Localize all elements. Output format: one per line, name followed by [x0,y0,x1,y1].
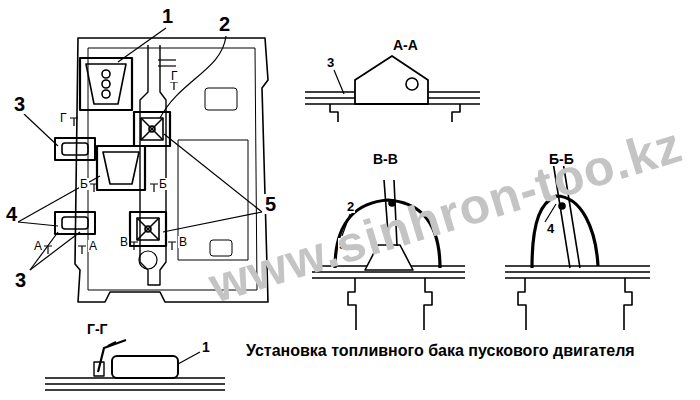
callout-number: 1 [201,340,211,354]
section-mark: В [119,236,129,248]
callout-number: 3 [326,56,335,69]
watermark: www.sinhron-too.kz [203,119,687,310]
section-mark: Б [158,178,168,190]
section-mark: Г [59,112,68,124]
bracket-box [97,146,145,190]
bracket [86,64,126,104]
caption: Установка топливного бака пускового двиг… [244,342,637,360]
callout-number: 5 [264,194,277,214]
section-mark: А [33,240,43,252]
section-view [305,56,480,122]
callout-number: 1 [161,6,174,26]
section-mark: В [178,236,188,248]
clamp-box [134,112,170,146]
section-title: А-А [392,38,419,52]
pad [55,212,95,234]
bracket-box [80,58,132,110]
callout-number: 2 [218,14,231,34]
section-view [45,340,225,390]
section-mark: А [88,240,98,252]
opening [205,88,237,110]
callout-number: 3 [13,94,26,114]
clamp-box [130,212,166,246]
pad [55,138,95,160]
callout-number: 2 [346,200,355,213]
opening [178,140,248,260]
callout-number: 4 [5,204,18,224]
section-mark: Б [79,178,89,190]
opening [210,240,232,256]
section-title: В-В [372,152,399,166]
section-mark: Г [170,70,179,82]
callout-number: 3 [14,270,27,290]
section-title: Г-Г [86,322,109,336]
callout-number: 4 [546,222,555,235]
